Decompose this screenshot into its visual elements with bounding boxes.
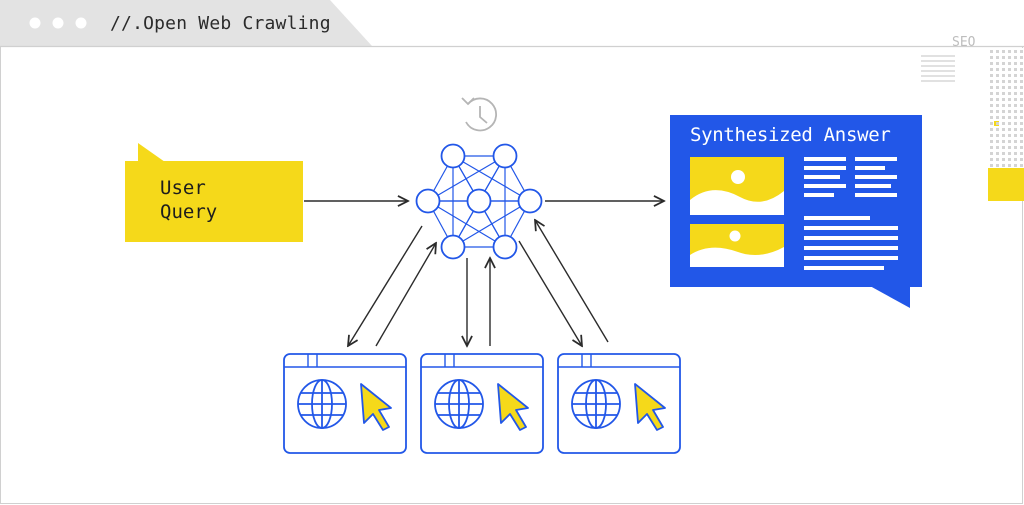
window-dot-2[interactable] — [52, 17, 64, 29]
dot-grid-pattern — [990, 50, 1023, 167]
network-node — [440, 143, 466, 169]
cursor-icon — [634, 383, 666, 431]
window-dot-1[interactable] — [29, 17, 41, 29]
globe-icon — [571, 379, 621, 429]
synthesized-answer-panel — [670, 115, 922, 308]
text-lines-icon — [804, 157, 898, 270]
arrow-browser-1-to-network — [375, 243, 436, 347]
history-icon — [461, 97, 498, 132]
user-query-text: User Query — [160, 177, 218, 223]
synthesized-answer-title: Synthesized Answer — [690, 124, 891, 146]
neural-network-icon — [415, 143, 543, 260]
network-node — [440, 234, 466, 260]
window-dot-3[interactable] — [75, 17, 87, 29]
user-query-box — [125, 143, 303, 242]
arrows — [304, 201, 664, 346]
cursor-icon — [360, 383, 392, 431]
globe-icon — [434, 379, 484, 429]
arrow-browser-3-to-network — [535, 220, 609, 343]
arrow-network-to-browser-3 — [518, 240, 582, 346]
dot-grid — [988, 48, 1024, 168]
seo-label: SEO — [952, 35, 976, 50]
network-node — [517, 188, 543, 214]
browser-window-icon — [557, 353, 681, 454]
cursor-icon — [497, 383, 529, 431]
network-node — [492, 234, 518, 260]
user-query-label: User Query — [160, 176, 290, 224]
sidebar-decoration — [921, 48, 1024, 201]
arrow-network-to-browser-1 — [348, 225, 423, 346]
browser-window-icon — [283, 353, 407, 454]
yellow-block — [988, 168, 1024, 201]
image-placeholder-icon — [690, 157, 784, 215]
network-node — [492, 143, 518, 169]
globe-icon — [297, 379, 347, 429]
image-placeholder-icon — [690, 224, 784, 267]
text-lines-icon — [921, 55, 955, 82]
browser-window-icon — [420, 353, 544, 454]
network-node — [415, 188, 441, 214]
network-node — [466, 188, 492, 214]
window-tab-title[interactable]: //.Open Web Crawling — [110, 13, 331, 34]
